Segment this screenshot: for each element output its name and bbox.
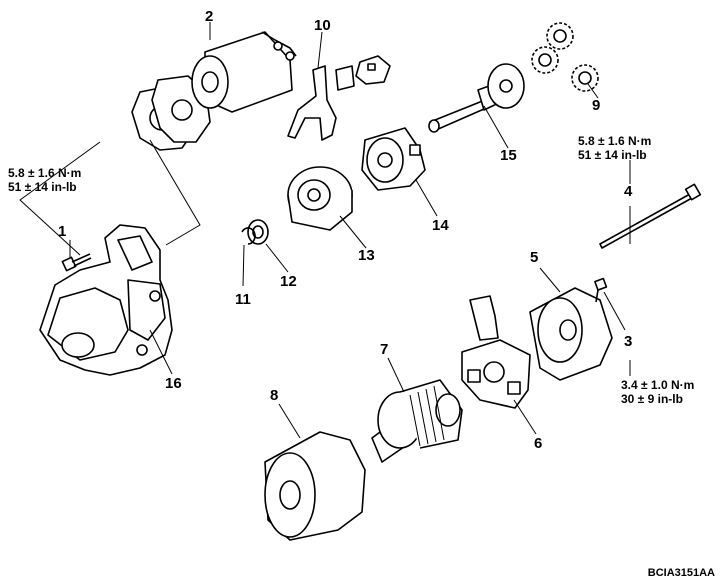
callout-15: 15 bbox=[500, 147, 517, 164]
planet-gears-part-9 bbox=[531, 22, 599, 92]
front-housing-part-16 bbox=[39, 224, 173, 376]
callout-10: 10 bbox=[314, 17, 331, 34]
torque-spec-screw-3-metric: 3.4 ± 1.0 N·m bbox=[621, 378, 695, 392]
shaft-part-15 bbox=[428, 63, 525, 133]
callout-6: 6 bbox=[534, 435, 543, 452]
callout-2: 2 bbox=[205, 8, 214, 25]
yoke-part-8 bbox=[264, 431, 366, 541]
callout-13: 13 bbox=[358, 247, 375, 264]
callout-8: 8 bbox=[270, 387, 279, 404]
callout-11: 11 bbox=[235, 291, 251, 308]
figure-code: BCIA3151AA bbox=[647, 567, 715, 579]
retaining-ring-part-11 bbox=[241, 227, 256, 245]
leader-lines bbox=[19, 22, 631, 439]
callout-4: 4 bbox=[624, 183, 633, 200]
housing-part-14 bbox=[361, 127, 426, 191]
torque-spec-bolt-1-imperial: 51 ± 14 in-lb bbox=[8, 180, 77, 194]
shift-lever-part-10 bbox=[287, 55, 391, 141]
screw-part-3 bbox=[594, 277, 608, 303]
through-bolt-part-4 bbox=[599, 183, 702, 249]
torque-spec-screw-3-imperial: 30 ± 9 in-lb bbox=[621, 392, 683, 406]
bolt-part-1 bbox=[61, 253, 92, 272]
callout-14: 14 bbox=[432, 217, 449, 234]
callout-7: 7 bbox=[380, 341, 389, 358]
torque-spec-bolt-1: 5.8 ± 1.6 N·m 51 ± 14 in-lb bbox=[8, 166, 81, 194]
washer-part-12 bbox=[247, 219, 269, 245]
callout-5: 5 bbox=[530, 249, 539, 266]
callout-9: 9 bbox=[592, 97, 601, 114]
torque-spec-bolt-4-metric: 5.8 ± 1.6 N·m bbox=[578, 134, 652, 148]
armature-part-7 bbox=[371, 379, 463, 463]
callout-3: 3 bbox=[624, 333, 633, 350]
callout-1: 1 bbox=[58, 223, 67, 240]
rear-cover-part-5 bbox=[529, 287, 613, 381]
callout-12: 12 bbox=[280, 273, 297, 290]
solenoid-part-2 bbox=[191, 31, 297, 113]
callout-16: 16 bbox=[165, 375, 182, 392]
torque-spec-screw-3: 3.4 ± 1.0 N·m 30 ± 9 in-lb bbox=[621, 378, 694, 406]
torque-spec-bolt-4: 5.8 ± 1.6 N·m 51 ± 14 in-lb bbox=[578, 134, 651, 162]
torque-spec-bolt-4-imperial: 51 ± 14 in-lb bbox=[578, 148, 647, 162]
torque-spec-bolt-1-metric: 5.8 ± 1.6 N·m bbox=[8, 166, 82, 180]
pinion-part-13 bbox=[287, 166, 353, 231]
brush-holder-part-6 bbox=[461, 295, 531, 409]
